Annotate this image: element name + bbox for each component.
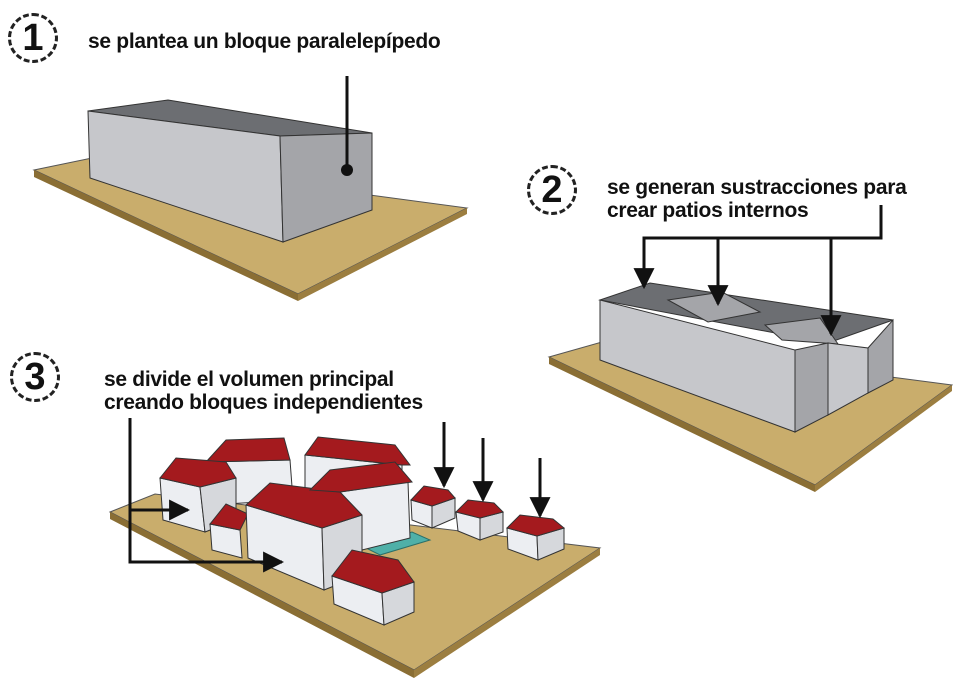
building-independent-1	[410, 485, 456, 529]
building-independent-3	[506, 514, 566, 561]
step-2-caption: se generan sustracciones para crear pati…	[607, 176, 907, 222]
step-2-caption-line-2: crear patios internos	[607, 199, 809, 222]
step-1-number: 1	[22, 17, 44, 59]
building-front	[331, 549, 415, 626]
step-1-pointer	[341, 76, 353, 176]
step-2-caption-line-1: se generan sustracciones para	[607, 176, 907, 199]
step-1-caption: se plantea un bloque paralelepípedo	[88, 30, 441, 53]
step-3-buildings	[159, 436, 566, 626]
step-3-caption-line-1: se divide el volumen principal	[104, 368, 394, 391]
step-1-block	[87, 99, 373, 243]
step-2-number-badge: 2	[527, 165, 577, 215]
step-1-number-badge: 1	[8, 13, 58, 63]
step-3-pointers	[128, 418, 551, 573]
step-3-number-badge: 3	[10, 352, 60, 402]
building-small-front-left	[209, 503, 249, 559]
step-3-caption-line-2: creando bloques independientes	[104, 391, 423, 414]
step-2-hollowed-block	[598, 282, 894, 433]
building-independent-2	[455, 499, 504, 541]
step-2-number: 2	[541, 169, 563, 211]
step-1-caption-line-1: se plantea un bloque paralelepípedo	[88, 30, 441, 53]
building-right-central	[308, 461, 413, 551]
step-3-caption: se divide el volumen principal creando b…	[104, 368, 423, 414]
step-3-number: 3	[24, 356, 46, 398]
step-2-pointers	[633, 205, 883, 337]
